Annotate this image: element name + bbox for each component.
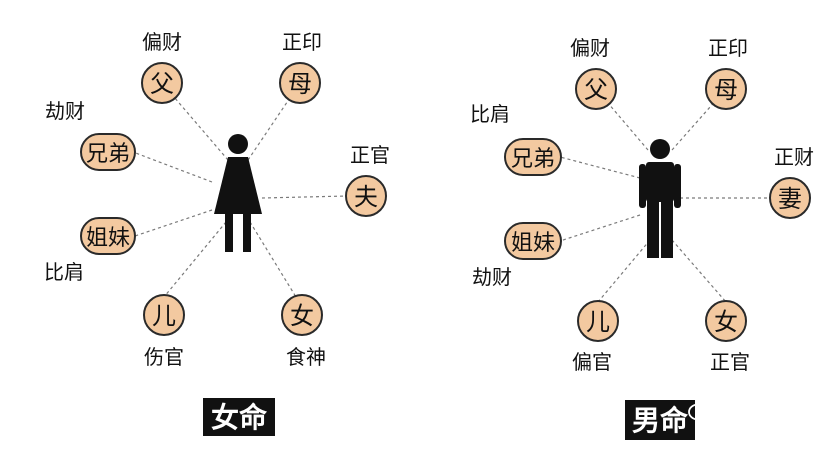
female-node-mother-role: 正印 (282, 30, 322, 54)
male-node-brothers: 兄弟 比肩 (470, 102, 562, 176)
female-node-father: 父 偏财 (141, 30, 183, 104)
male-node-father-circle (575, 68, 617, 110)
male-node-son-char: 儿 (586, 308, 610, 336)
male-figure-left-leg (647, 200, 659, 258)
watermark: 李双林易学 (688, 403, 818, 427)
male-node-daughter-role: 正官 (710, 350, 750, 374)
male-node-wife-circle (769, 177, 811, 219)
male-node-son-circle (577, 300, 619, 342)
wechat-icon (688, 403, 716, 426)
male-node-father-char: 父 (584, 76, 608, 104)
female-title-bg (203, 398, 275, 436)
female-node-son: 儿 伤官 (143, 294, 185, 369)
male-node-sisters-role: 劫财 (472, 265, 512, 289)
female-node-mother-char: 母 (288, 70, 312, 98)
male-node-sisters-char: 姐妹 (511, 231, 555, 256)
male-node-brothers-role: 比肩 (470, 102, 510, 126)
watermark-text: 李双林易学 (718, 403, 818, 427)
male-node-son: 儿 偏官 (572, 300, 619, 374)
male-node-mother-char: 母 (714, 76, 738, 104)
male-node-mother-role: 正印 (708, 36, 748, 60)
female-node-husband-circle (345, 175, 387, 217)
male-node-daughter-char: 女 (714, 308, 738, 336)
female-node-mother: 母 正印 (279, 30, 322, 104)
female-spoke-daughter (249, 221, 297, 298)
female-node-daughter-char: 女 (290, 302, 314, 330)
male-title-bg (625, 400, 695, 440)
male-node-mother: 母 正印 (705, 36, 748, 110)
female-node-son-char: 儿 (152, 302, 176, 330)
male-node-mother-circle (705, 68, 747, 110)
female-spoke-husband (261, 195, 348, 199)
female-node-daughter-role: 食神 (286, 345, 326, 369)
male-figure-right-arm (674, 164, 681, 208)
male-node-brothers-pill (504, 138, 562, 176)
male-figure-left-arm (639, 164, 646, 208)
female-node-son-circle (143, 294, 185, 336)
female-node-father-circle (141, 62, 183, 104)
female-node-father-role: 偏财 (142, 30, 182, 54)
male-node-sisters-pill (504, 222, 562, 260)
female-node-brothers-char: 兄弟 (86, 142, 130, 167)
male-node-father: 父 偏财 (570, 36, 617, 110)
male-title-text: 男命 (632, 404, 689, 437)
female-figure (214, 134, 262, 252)
female-node-brothers: 兄弟 劫财 (45, 99, 136, 171)
female-node-husband-char: 夫 (354, 183, 378, 211)
male-figure (639, 139, 681, 258)
female-figure-left-leg (225, 214, 233, 252)
female-title: 女命 (203, 398, 275, 436)
female-spoke-son (163, 221, 227, 298)
male-spoke-daughter (671, 239, 727, 303)
female-node-sisters-pill (80, 217, 136, 255)
male-figure-right-leg (661, 200, 673, 258)
female-diagram: 父 偏财 母 正印 兄弟 劫财 夫 正官 姐妹 比肩 儿 伤官 (44, 30, 390, 436)
female-node-son-role: 伤官 (144, 345, 184, 369)
male-title: 男命 (625, 400, 695, 440)
female-figure-head (228, 134, 248, 154)
male-node-daughter-circle (705, 300, 747, 342)
female-spoke-brothers (132, 151, 213, 183)
male-node-sisters: 姐妹 劫财 (472, 222, 562, 289)
female-node-sisters-role: 比肩 (44, 260, 84, 284)
female-title-text: 女命 (211, 401, 268, 434)
male-node-daughter: 女 正官 (705, 300, 750, 374)
male-node-brothers-char: 兄弟 (511, 147, 555, 172)
male-figure-torso (646, 162, 674, 202)
female-figure-right-leg (243, 214, 251, 252)
male-node-son-role: 偏官 (572, 350, 612, 374)
female-node-mother-circle (279, 62, 321, 104)
wechat-icon-bubble-small (700, 412, 716, 426)
male-figure-head (650, 139, 670, 159)
male-spoke-brothers (559, 156, 641, 179)
male-node-wife-role: 正财 (774, 145, 814, 169)
female-node-sisters-char: 姐妹 (86, 226, 130, 251)
female-node-husband: 夫 正官 (345, 143, 390, 217)
male-node-father-role: 偏财 (570, 36, 610, 60)
male-diagram: 父 偏财 母 正印 兄弟 比肩 妻 正财 姐妹 劫财 儿 偏官 (470, 36, 818, 440)
female-node-brothers-pill (80, 133, 136, 171)
female-node-daughter-circle (281, 294, 323, 336)
female-node-daughter: 女 食神 (281, 294, 326, 369)
male-node-wife: 妻 正财 (769, 145, 814, 219)
female-node-brothers-role: 劫财 (45, 99, 85, 123)
female-figure-body (214, 157, 262, 214)
female-node-sisters: 姐妹 比肩 (44, 217, 136, 284)
male-spoke-son (597, 239, 651, 303)
male-spoke-sisters (559, 214, 641, 242)
female-spoke-sisters (134, 209, 213, 237)
male-node-wife-char: 妻 (778, 185, 802, 213)
wechat-icon-bubble-large (688, 403, 708, 421)
female-node-husband-role: 正官 (350, 143, 390, 167)
female-node-father-char: 父 (150, 70, 174, 98)
